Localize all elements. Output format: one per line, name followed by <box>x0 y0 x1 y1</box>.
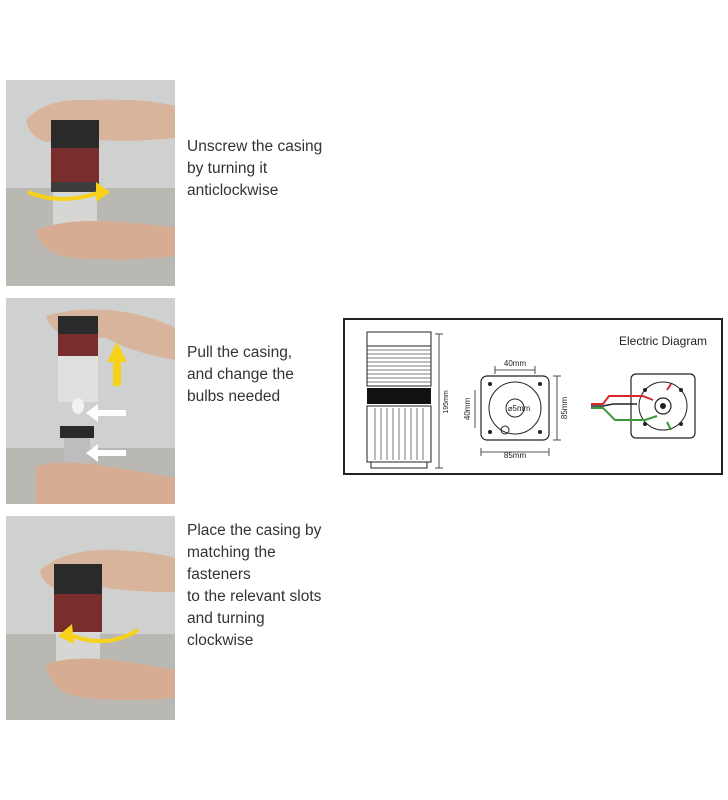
hole-label: ⌀5mm <box>508 404 531 413</box>
wiring-view <box>591 373 696 439</box>
bottom-width-label: 85mm <box>504 451 527 460</box>
lantern-side-view: 195mm <box>366 331 450 469</box>
step-1-photo <box>6 80 175 286</box>
base-top-view: 40mm 40mm ⌀5mm 85mm 85mm <box>463 359 569 460</box>
left-height-label: 40mm <box>463 398 472 421</box>
step-2-caption: Pull the casing, and change the bulbs ne… <box>187 344 294 405</box>
height-label: 195mm <box>443 390 450 414</box>
step-2-photo <box>6 298 175 504</box>
electric-diagram: 195mm 40mm 40mm ⌀5mm 85mm <box>343 318 723 475</box>
step-3-caption: Place the casing by matching the fastene… <box>187 522 322 649</box>
step-1-caption: Unscrew the casing by turning it anticlo… <box>187 138 323 199</box>
top-width-label: 40mm <box>504 359 527 368</box>
diagram-title: Electric Diagram <box>618 334 707 348</box>
right-height-label: 85mm <box>560 397 569 420</box>
step-3-photo <box>6 516 175 720</box>
